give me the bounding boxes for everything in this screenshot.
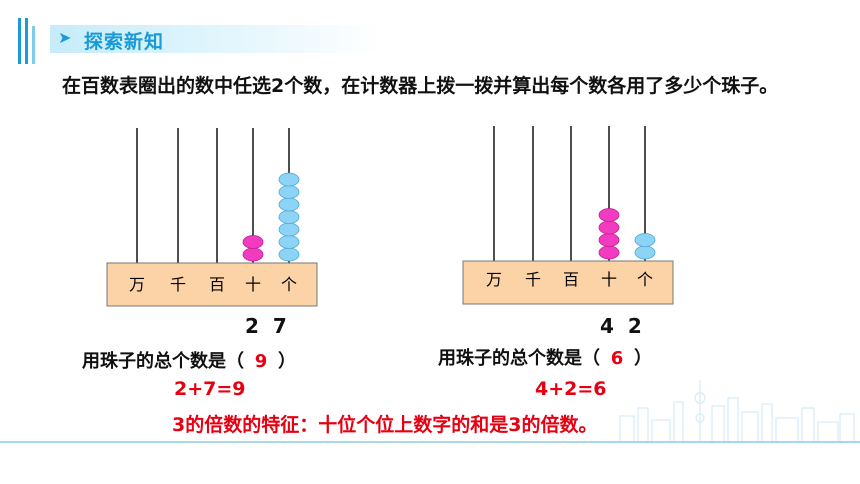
- ones-bead: [278, 210, 300, 224]
- instruction-text: 在百数表圈出的数中任选2个数，在计数器上拨一拨并算出每个数各用了多少个珠子。: [62, 75, 779, 97]
- left-result-close: ）: [278, 351, 296, 372]
- tens-beads: [598, 208, 620, 260]
- conclusion-text: 3的倍数的特征：十位个位上数字的和是3的倍数。: [172, 414, 598, 436]
- header-band: [50, 25, 380, 53]
- left-equation: 2+7=9: [174, 378, 246, 400]
- abacus-base: [106, 262, 318, 307]
- right-equation: 4+2=6: [535, 378, 607, 400]
- tens-bead: [598, 220, 620, 235]
- ones-bead: [278, 172, 300, 187]
- label-wan: 万: [486, 270, 502, 289]
- label-ge: 个: [637, 270, 653, 289]
- header-decoration: [18, 18, 35, 64]
- left-result-value: 9: [254, 351, 268, 372]
- label-shi: 十: [245, 275, 261, 294]
- label-ge: 个: [281, 275, 297, 294]
- section-title: 探索新知: [84, 31, 165, 53]
- ones-bead: [634, 245, 656, 260]
- ones-bead: [278, 185, 300, 199]
- arrow-icon: ➤: [58, 28, 72, 47]
- tens-bead: [598, 245, 620, 260]
- abacus-right: 万 千 百 十 个: [462, 126, 674, 305]
- right-result-label: 用珠子的总个数是（: [438, 348, 600, 369]
- label-shi: 十: [601, 270, 617, 289]
- ones-bead: [278, 247, 300, 262]
- tens-bead: [598, 208, 620, 222]
- left-result-label: 用珠子的总个数是（: [82, 351, 244, 372]
- right-number: 4 2: [600, 314, 642, 338]
- label-bai: 百: [209, 275, 225, 294]
- left-result: 用珠子的总个数是（ 9 ）: [82, 347, 296, 373]
- label-wan: 万: [129, 275, 145, 294]
- ones-beads: [634, 233, 656, 260]
- ones-bead: [278, 222, 300, 237]
- ones-bead: [278, 235, 300, 249]
- tens-bead: [242, 247, 264, 262]
- left-number: 2 7: [245, 314, 287, 338]
- label-qian: 千: [525, 270, 541, 289]
- abacus-left: 万 千 百 十 个: [106, 128, 318, 307]
- tens-bead: [242, 235, 264, 249]
- label-bai: 百: [563, 270, 579, 289]
- ones-beads: [278, 172, 300, 262]
- abacus-base: [462, 260, 674, 305]
- city-skyline-decoration: [619, 380, 855, 442]
- ones-bead: [634, 233, 656, 247]
- right-result: 用珠子的总个数是（ 6 ）: [438, 344, 652, 370]
- tens-bead: [598, 233, 620, 247]
- tens-beads: [242, 235, 264, 262]
- ones-bead: [278, 197, 300, 212]
- right-result-value: 6: [610, 348, 624, 369]
- ground-line: [0, 441, 860, 443]
- label-qian: 千: [170, 275, 186, 294]
- right-result-close: ）: [634, 348, 652, 369]
